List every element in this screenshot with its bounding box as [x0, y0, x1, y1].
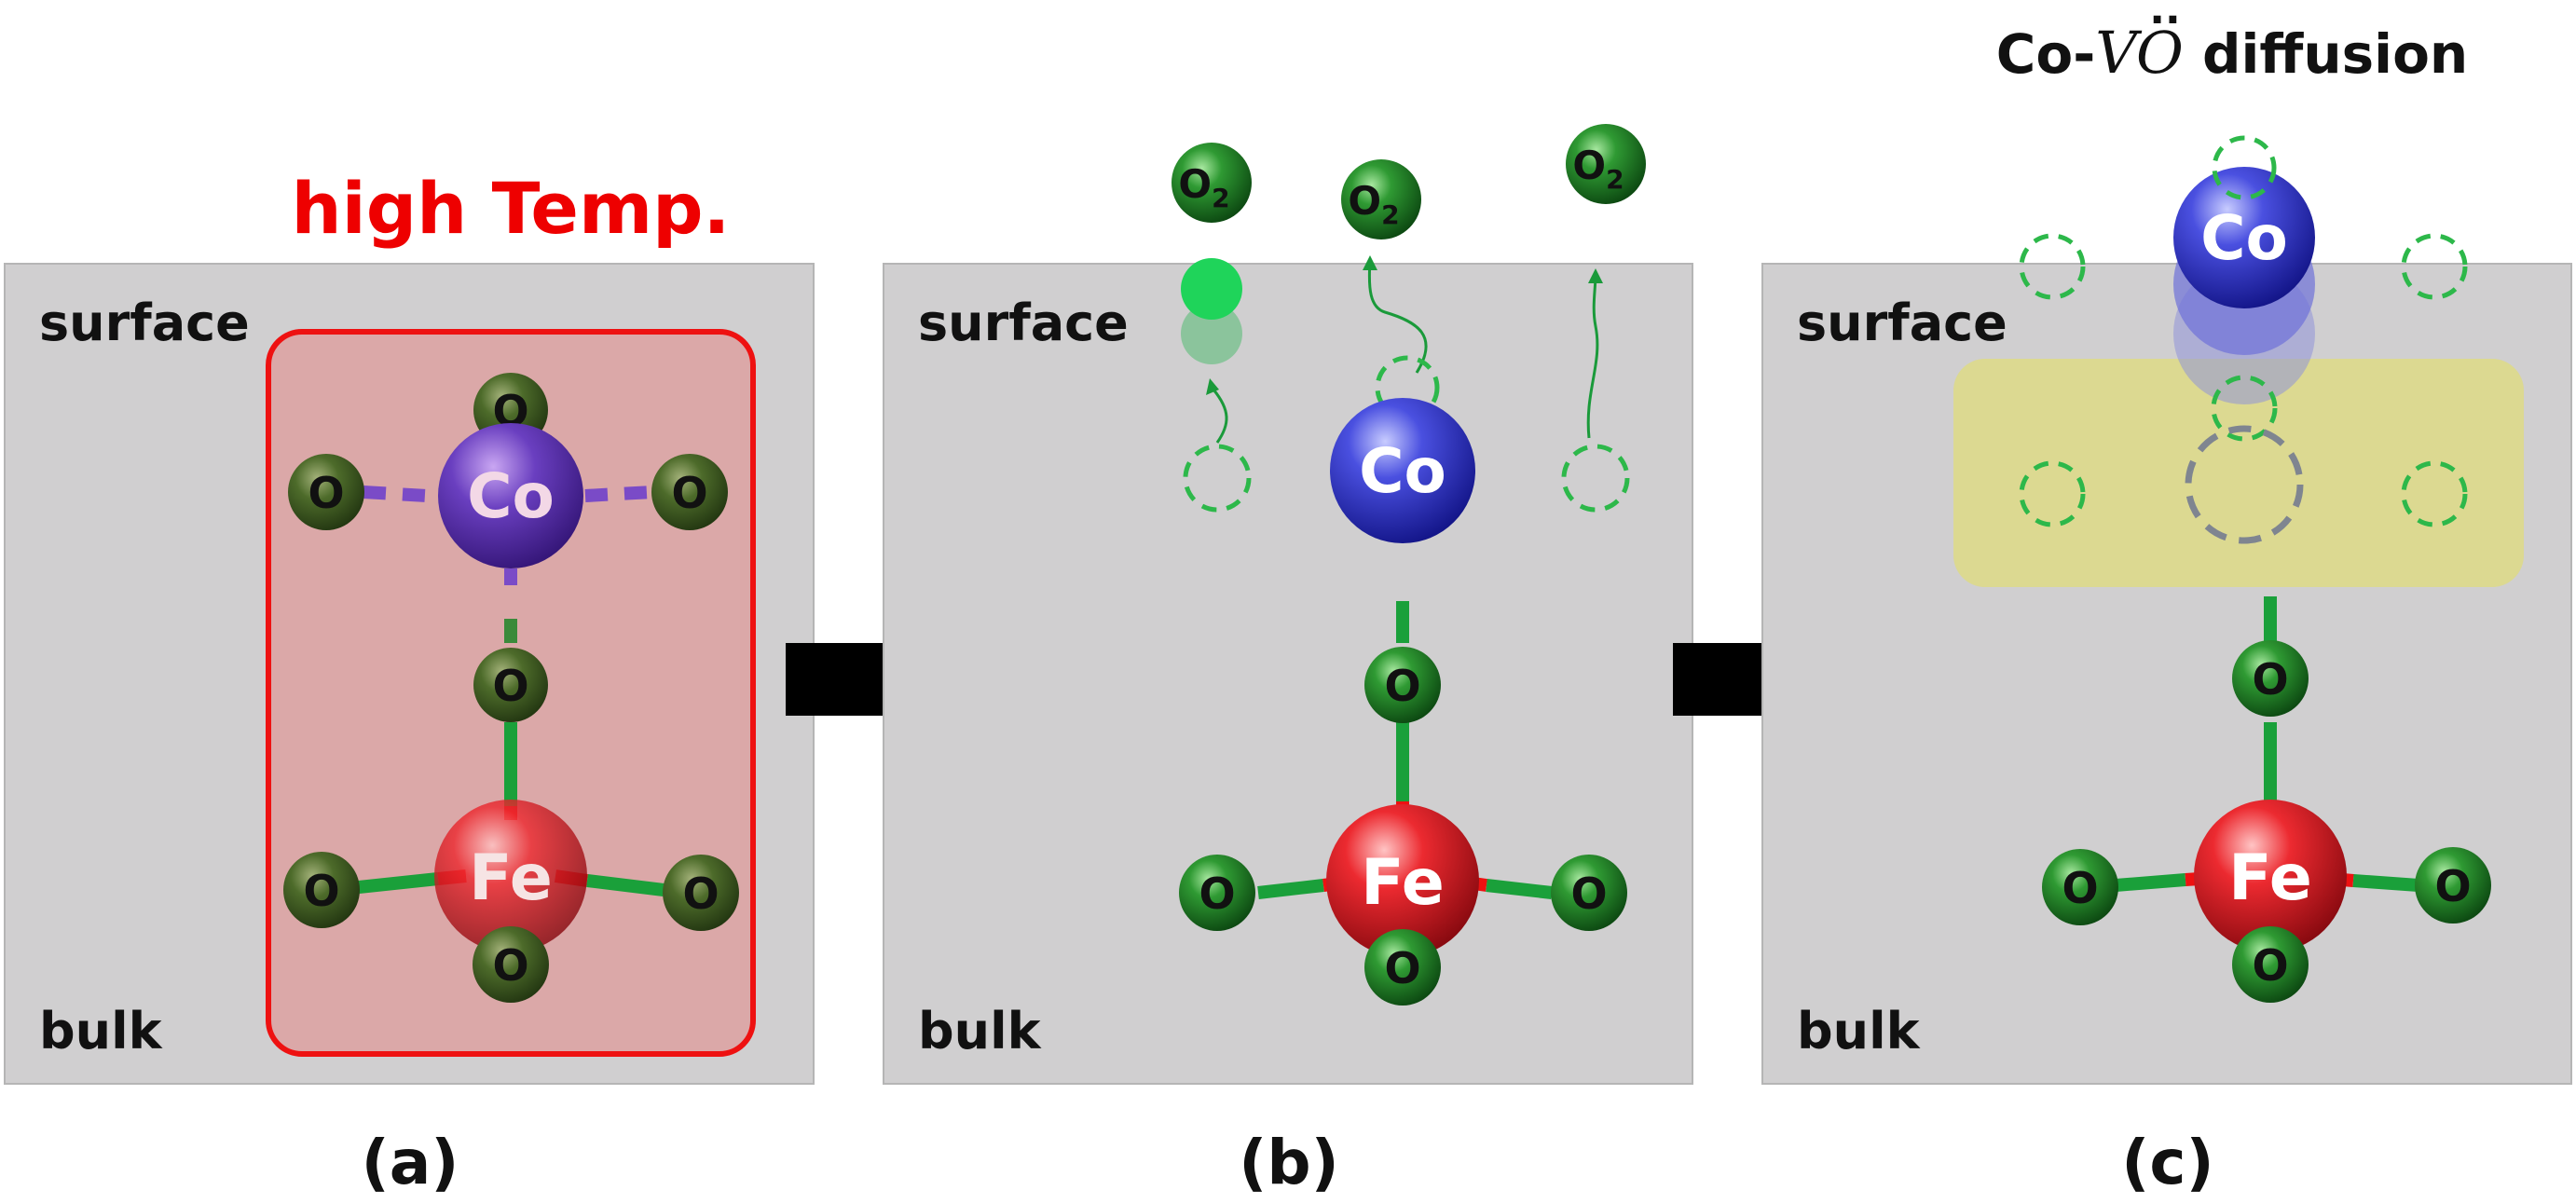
panel-c-title: Co-VO diffusion: [1996, 19, 2468, 87]
cobalt-atom: Co: [2173, 167, 2315, 308]
svg-text:O2: O2: [1348, 178, 1399, 230]
surface-label: surface: [1797, 294, 2007, 352]
panel-b-background: [883, 263, 1693, 1085]
bulk-label: bulk: [1797, 1002, 1921, 1060]
svg-text:Co: Co: [1359, 435, 1446, 507]
caption-c: (c): [2121, 1127, 2213, 1198]
svg-text:O2: O2: [1178, 161, 1229, 213]
svg-text:O: O: [682, 869, 719, 919]
panel-b: surface bulk O2 O2 O2: [883, 124, 1693, 1198]
svg-text:O: O: [492, 661, 528, 711]
o2-molecule: O2: [1566, 124, 1646, 204]
svg-text:O: O: [308, 468, 344, 518]
svg-text:O2: O2: [1572, 143, 1624, 195]
o2-molecule: O2: [1341, 159, 1421, 239]
svg-text:O: O: [671, 468, 707, 518]
svg-text:O: O: [2252, 940, 2288, 991]
departing-oxygen-ghost: [1181, 303, 1242, 364]
bulk-label: bulk: [918, 1002, 1042, 1060]
oxygen-vacancies: [2019, 135, 2468, 527]
oxygen-atom: O: [283, 852, 360, 928]
panel-c: Co-VO diffusion ·· surface bulk Co: [1761, 0, 2572, 1198]
oxygen-atom: O: [2042, 849, 2118, 925]
migration-paths: [1212, 260, 1599, 444]
svg-text:O: O: [2062, 863, 2098, 913]
svg-text:Fe: Fe: [1361, 846, 1445, 920]
svg-text:Fe: Fe: [2228, 841, 2312, 915]
svg-text:O: O: [303, 866, 339, 916]
cobalt-atom: Co: [1330, 398, 1475, 543]
o2-molecule: O2: [1172, 143, 1252, 223]
svg-text:O: O: [2434, 861, 2471, 911]
surface-label: surface: [918, 294, 1129, 352]
iron-atom: Fe: [2194, 800, 2347, 952]
oxygen-atom: O: [663, 855, 739, 931]
vacancy-charge-dots: ··: [2149, 0, 2180, 44]
oxygen-atom: O: [1364, 929, 1441, 1006]
caption-a: (a): [362, 1127, 459, 1198]
cobalt-atom: Co: [438, 423, 583, 568]
iron-atom: Fe: [434, 800, 587, 952]
svg-text:O: O: [492, 940, 528, 991]
oxygen-atom: O: [2415, 847, 2491, 924]
oxygen-atom: O: [1179, 855, 1255, 931]
diffusion-zone: [1953, 359, 2524, 587]
oxygen-atom: O: [651, 454, 728, 530]
oxygen-atom: O: [288, 454, 364, 530]
surface-label: surface: [39, 294, 250, 352]
svg-text:O: O: [1199, 869, 1235, 919]
oxygen-atom: O: [2232, 640, 2309, 717]
oxygen-vacancies: [1183, 355, 1630, 513]
svg-text:Fe: Fe: [469, 841, 553, 915]
oxygen-atom: O: [1364, 647, 1441, 723]
svg-text:Co: Co: [2200, 202, 2288, 274]
caption-b: (b): [1239, 1127, 1339, 1198]
heat-label: high Temp.: [292, 167, 731, 250]
oxygen-atom: O: [2232, 926, 2309, 1003]
cobalt-vacancy: [2185, 425, 2304, 544]
migration-arrowheads: [1206, 255, 1603, 395]
departing-oxygen: [1181, 258, 1242, 320]
oxygen-atom: O: [473, 926, 549, 1003]
svg-text:O: O: [1570, 869, 1607, 919]
panel-a: high Temp. surface bulk O O O: [4, 167, 815, 1198]
iron-atom: Fe: [1326, 804, 1479, 957]
oxygen-atom: O: [473, 648, 548, 722]
bulk-label: bulk: [39, 1002, 163, 1060]
svg-text:Co: Co: [467, 460, 555, 532]
svg-text:O: O: [1384, 943, 1420, 993]
svg-text:O: O: [1384, 661, 1420, 711]
oxygen-atom: O: [1551, 855, 1627, 931]
svg-text:O: O: [2252, 654, 2288, 705]
